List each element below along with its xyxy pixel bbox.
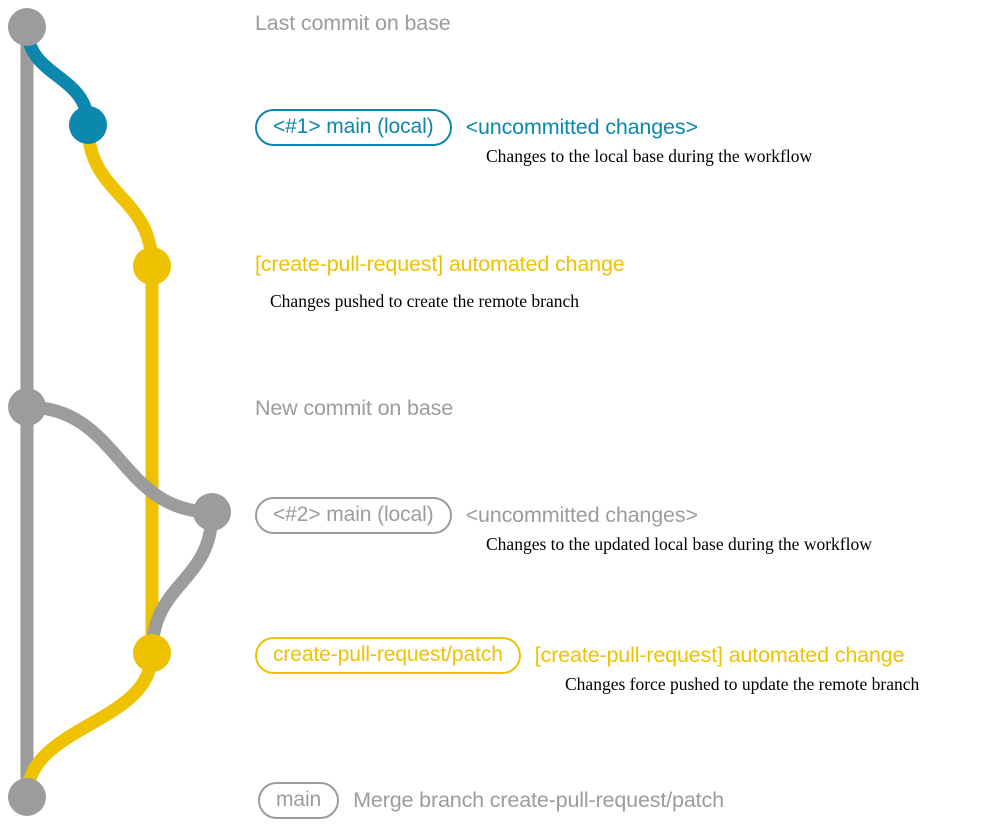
graph-edge-local-main-1-to-patch	[81, 118, 159, 273]
entry-last-commit-on-base: Last commit on base	[255, 11, 451, 35]
entry-base-merge: main Merge branch create-pull-request/pa…	[258, 782, 724, 819]
commit-node-base-merge[interactable]	[8, 778, 46, 816]
graph-edge-local-main-2-to-patch	[145, 505, 219, 660]
entry-new-commit-on-base: New commit on base	[255, 396, 454, 420]
commit-node-patch-commit-2[interactable]	[133, 634, 171, 672]
entry-headline: [create-pull-request] automated change	[255, 252, 625, 276]
branch-pill-create-pull-request-patch[interactable]: create-pull-request/patch	[255, 637, 521, 674]
commit-node-base-last-commit[interactable]	[8, 8, 46, 46]
entry-subnote-local-main-1: Changes to the local base during the wor…	[486, 146, 813, 166]
entry-headline: New commit on base	[255, 396, 454, 420]
entry-local-main-2: <#2> main (local) <uncommitted changes>	[255, 497, 698, 534]
entry-local-main-1: <#1> main (local) <uncommitted changes>	[255, 109, 698, 146]
graph-edge-patch-to-merge	[20, 646, 159, 804]
entry-headline: <uncommitted changes>	[465, 502, 698, 527]
branch-pill-main[interactable]: main	[258, 782, 340, 819]
entry-patch-commit-1: [create-pull-request] automated change	[255, 252, 625, 276]
graph-edges	[20, 20, 219, 804]
entry-subnote-patch-commit-1: Changes pushed to create the remote bran…	[270, 291, 580, 311]
entry-subnote-local-main-2: Changes to the updated local base during…	[486, 534, 872, 554]
branch-pill-local-main-1[interactable]: <#1> main (local)	[255, 109, 452, 146]
entry-headline: <uncommitted changes>	[465, 114, 698, 139]
commit-node-local-main-1[interactable]	[69, 106, 107, 144]
commit-node-local-main-2[interactable]	[193, 493, 231, 531]
entry-patch-commit-2: create-pull-request/patch [create-pull-r…	[255, 637, 905, 674]
entry-headline: [create-pull-request] automated change	[534, 642, 905, 667]
entry-headline: Last commit on base	[255, 11, 451, 35]
entry-headline: Merge branch create-pull-request/patch	[353, 787, 724, 812]
branch-pill-local-main-2[interactable]: <#2> main (local)	[255, 497, 452, 534]
graph-edge-base-to-local-main-2	[20, 400, 219, 519]
commit-node-base-new-commit[interactable]	[8, 388, 46, 426]
commit-node-patch-commit-1[interactable]	[133, 247, 171, 285]
graph-nodes	[8, 8, 231, 816]
entry-subnote-patch-commit-2: Changes force pushed to update the remot…	[565, 674, 920, 694]
